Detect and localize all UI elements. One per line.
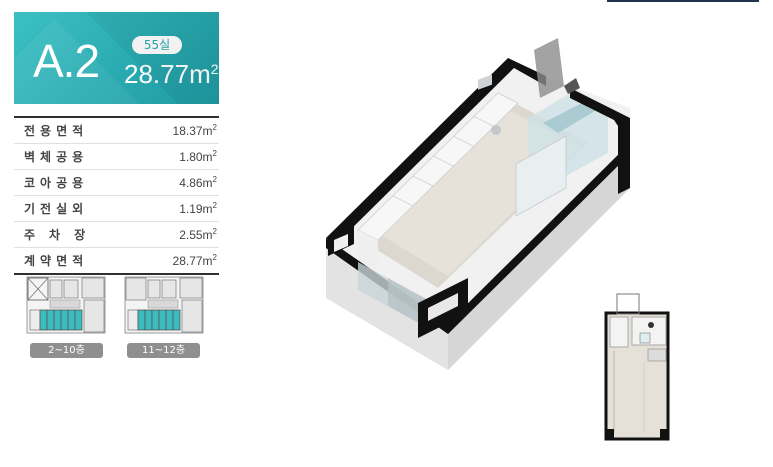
unit-type-badge: A.2 55실 28.77m2 xyxy=(14,12,219,104)
total-area: 28.77m2 xyxy=(124,59,219,90)
spec-row-core-common: 코아공용 4.86m2 xyxy=(14,170,219,196)
spec-value: 2.55m2 xyxy=(179,227,217,242)
spec-label: 벽체공용 xyxy=(24,150,89,164)
floor-range-pill: 2~10층 xyxy=(30,343,103,358)
unit-count-pill: 55실 xyxy=(132,36,182,54)
spec-value: 28.77m2 xyxy=(172,253,217,268)
spec-value: 18.37m2 xyxy=(172,123,217,138)
spec-row-contract-area: 계약면적 28.77m2 xyxy=(14,248,219,275)
isometric-floor-plan-render xyxy=(326,38,630,370)
keyplan-floor-2-10 xyxy=(26,276,106,334)
keyplan-floor-11-12 xyxy=(124,276,204,334)
unit-type-code: A.2 xyxy=(33,35,100,87)
spec-label: 주차장 xyxy=(24,228,100,242)
total-area-value: 28.77m xyxy=(124,59,211,89)
spec-row-electrical-room: 기전실외 1.19m2 xyxy=(14,196,219,222)
spec-value: 1.80m2 xyxy=(179,149,217,164)
spec-label: 기전실외 xyxy=(24,202,89,216)
spec-value: 1.19m2 xyxy=(179,201,217,216)
spec-label: 전용면적 xyxy=(24,124,89,138)
spec-value: 4.86m2 xyxy=(179,175,217,190)
floor-range-pill: 11~12층 xyxy=(127,343,200,358)
spec-label: 계약면적 xyxy=(24,254,89,268)
header-divider-line xyxy=(607,0,759,2)
floor-plan-2d-thumbnail xyxy=(604,293,670,441)
area-spec-table: 전용면적 18.37m2 벽체공용 1.80m2 코아공용 4.86m2 기전실… xyxy=(14,116,219,275)
spec-row-exclusive: 전용면적 18.37m2 xyxy=(14,116,219,144)
total-area-superscript: 2 xyxy=(210,61,219,77)
spec-row-parking: 주차장 2.55m2 xyxy=(14,222,219,248)
spec-row-wall-common: 벽체공용 1.80m2 xyxy=(14,144,219,170)
spec-label: 코아공용 xyxy=(24,176,89,190)
